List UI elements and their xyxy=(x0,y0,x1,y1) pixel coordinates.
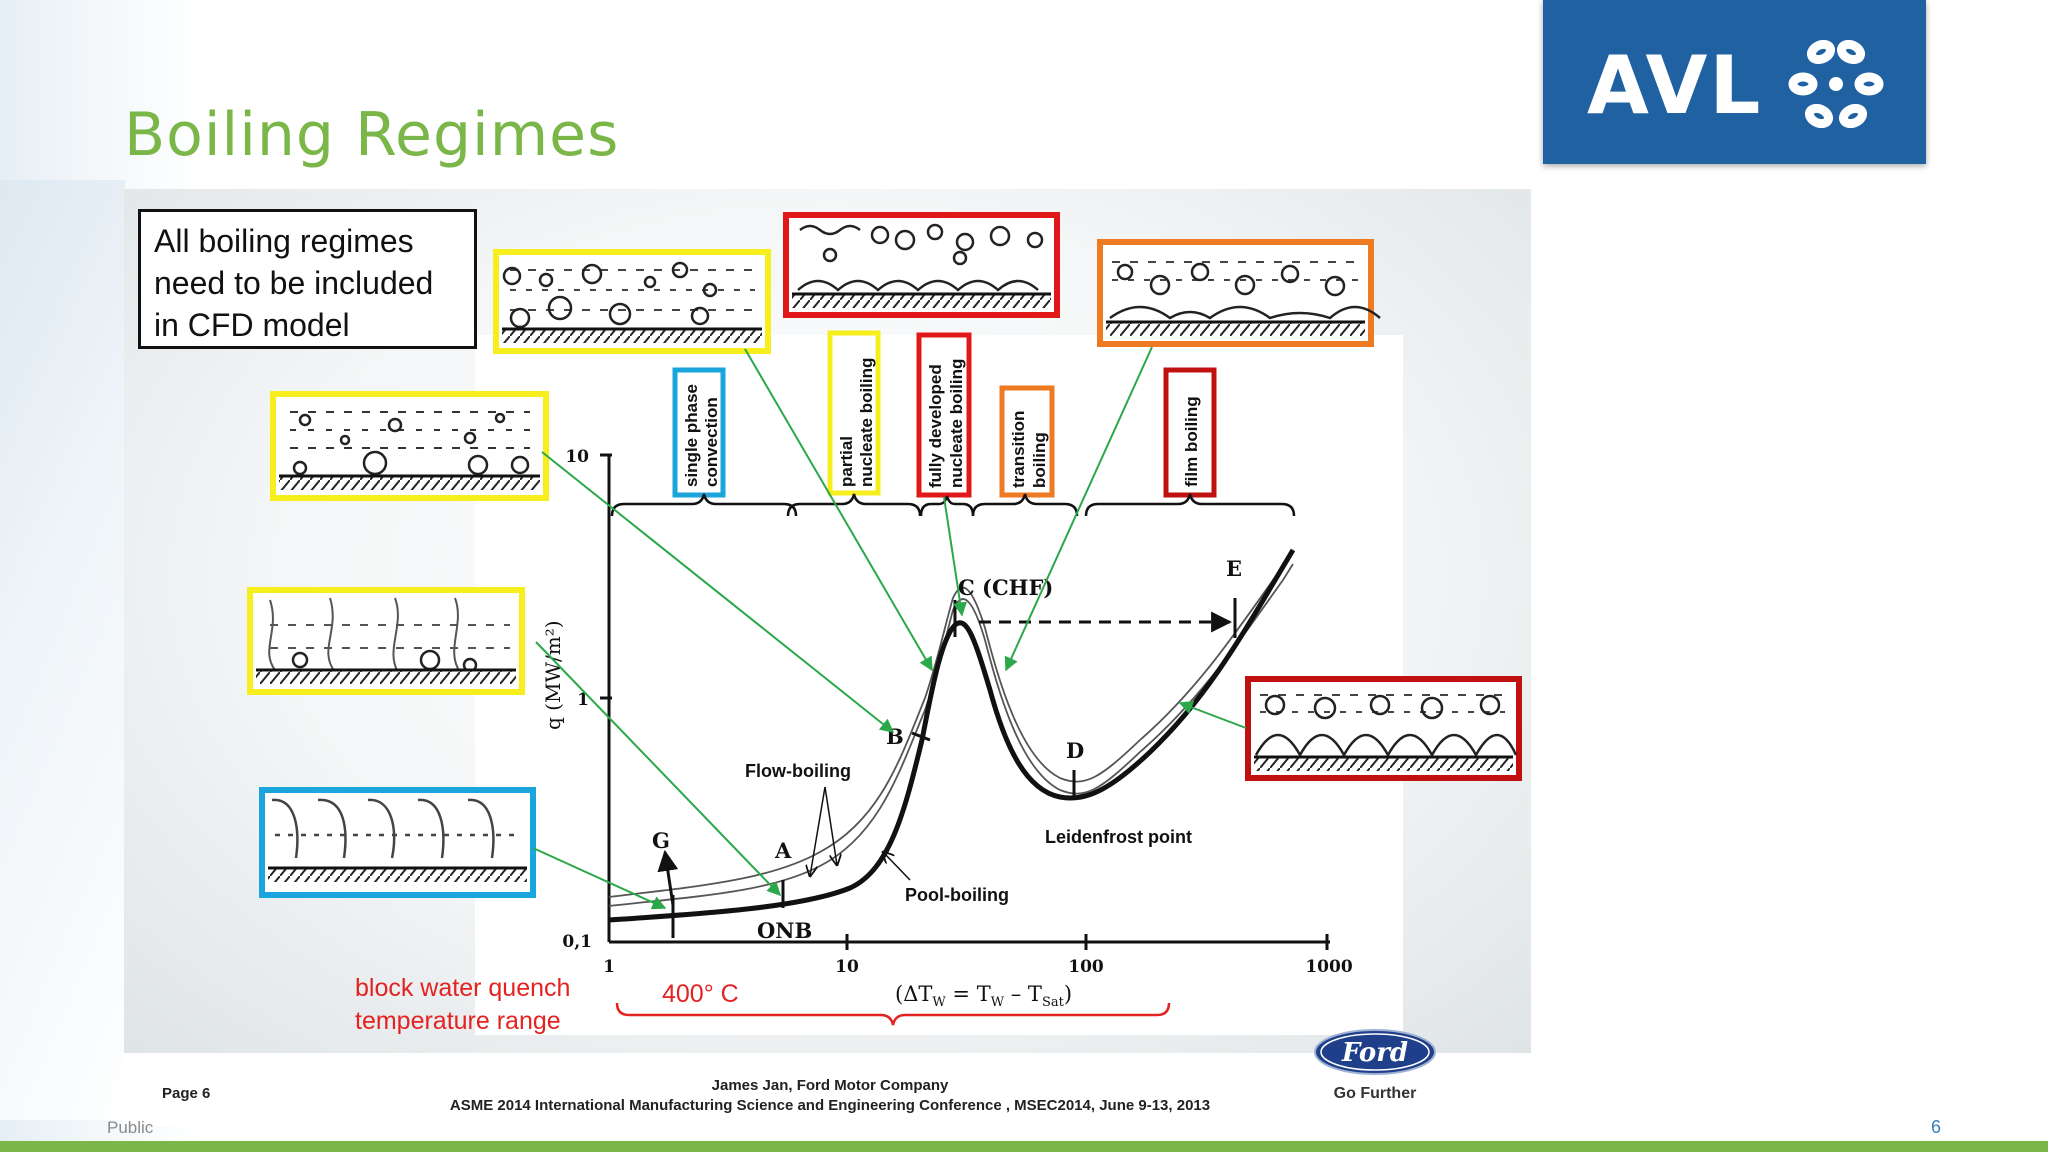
regime-box-single-phase-convection xyxy=(259,787,536,898)
point-label-c: C (CHF) xyxy=(958,575,1053,600)
arrow-g xyxy=(657,849,679,906)
regime-label-transition-line2: boiling xyxy=(1030,432,1049,488)
page-label: Page 6 xyxy=(162,1085,211,1102)
x-tick-100: 100 xyxy=(1068,957,1104,977)
regime-box-film-boiling xyxy=(1245,676,1522,781)
note-line: in CFD model xyxy=(154,307,350,343)
slide-title: Boiling Regimes xyxy=(124,100,620,170)
point-label-d: D xyxy=(1066,738,1084,763)
y-tick-10: 10 xyxy=(565,447,589,467)
plot-axes xyxy=(600,453,1330,950)
avl-logo: AVL xyxy=(1543,0,1926,164)
regime-label-partial-line2: nucleate boiling xyxy=(857,358,876,487)
regime-label-single-phase-line1: single phase xyxy=(682,384,701,487)
note-box: All boiling regimes need to be included … xyxy=(138,209,477,349)
regime-pointer-arrows xyxy=(532,346,1247,910)
regime-label-box-single-phase xyxy=(672,367,726,498)
quench-label-line2: temperature range xyxy=(355,1007,561,1035)
note-line: need to be included xyxy=(154,265,434,301)
pool-boiling-label: Pool-boiling xyxy=(905,885,1009,905)
ford-wordmark: Ford xyxy=(1341,1038,1408,1068)
regime-label-film: film boiling xyxy=(1182,396,1201,487)
diagram-footer-band xyxy=(124,1053,1531,1126)
go-further-tagline: Go Further xyxy=(1333,1085,1417,1102)
x-axis-label: (ΔTW = TW – TSat) xyxy=(895,982,1072,1010)
regime-box-transition xyxy=(1097,239,1381,347)
left-decoration xyxy=(0,180,125,1120)
regime-label-fully-line1: fully developed xyxy=(926,364,945,488)
x-tick-1: 1 xyxy=(603,957,615,977)
regime-label-fully-line2: nucleate boiling xyxy=(947,359,966,488)
public-label: Public xyxy=(107,1118,154,1137)
x-tick-1000: 1000 xyxy=(1305,957,1352,977)
regime-label-partial-line1: partial xyxy=(837,436,856,487)
y-tick-1: 1 xyxy=(577,690,589,710)
avl-wordmark: AVL xyxy=(1587,39,1763,132)
temp-400-label: 400° C xyxy=(662,980,739,1008)
quench-label-line1: block water quench xyxy=(355,974,570,1002)
point-label-onb: ONB xyxy=(757,918,812,943)
credit-conference: ASME 2014 International Manufacturing Sc… xyxy=(449,1097,1211,1114)
y-axis-label: q (MW/m²) xyxy=(541,620,565,730)
regime-label-transition-line1: transition xyxy=(1009,411,1028,488)
regime-label-box-partial xyxy=(827,330,881,496)
regime-box-fully-developed xyxy=(783,212,1060,318)
bottom-green-bar xyxy=(0,1141,2048,1152)
regime-braces xyxy=(610,493,1296,517)
regime-box-natural-convection xyxy=(270,391,549,501)
point-label-g: G xyxy=(652,828,670,853)
boiling-curves xyxy=(608,548,1296,923)
y-tick-0-1: 0,1 xyxy=(562,932,592,952)
credit-author: James Jan, Ford Motor Company xyxy=(711,1077,949,1094)
regime-label-box-fully-developed xyxy=(916,332,972,498)
regime-box-partial-nucleate xyxy=(493,249,771,354)
point-label-a: A xyxy=(774,838,792,863)
regime-label-box-transition xyxy=(999,385,1055,498)
note-line: All boiling regimes xyxy=(154,223,414,259)
leidenfrost-label: Leidenfrost point xyxy=(1045,827,1192,847)
page-number: 6 xyxy=(1931,1117,1942,1137)
avl-symbol-icon xyxy=(1788,39,1884,129)
regime-box-single-phase xyxy=(247,587,525,695)
curve-leader-lines xyxy=(810,786,911,881)
point-label-e: E xyxy=(1226,556,1242,581)
quench-range-brace xyxy=(615,1002,1171,1026)
ford-logo-icon: Ford xyxy=(1314,1029,1436,1075)
flow-boiling-label: Flow-boiling xyxy=(745,761,851,781)
regime-label-single-phase-line2: convection xyxy=(702,397,721,487)
x-tick-10: 10 xyxy=(835,957,859,977)
